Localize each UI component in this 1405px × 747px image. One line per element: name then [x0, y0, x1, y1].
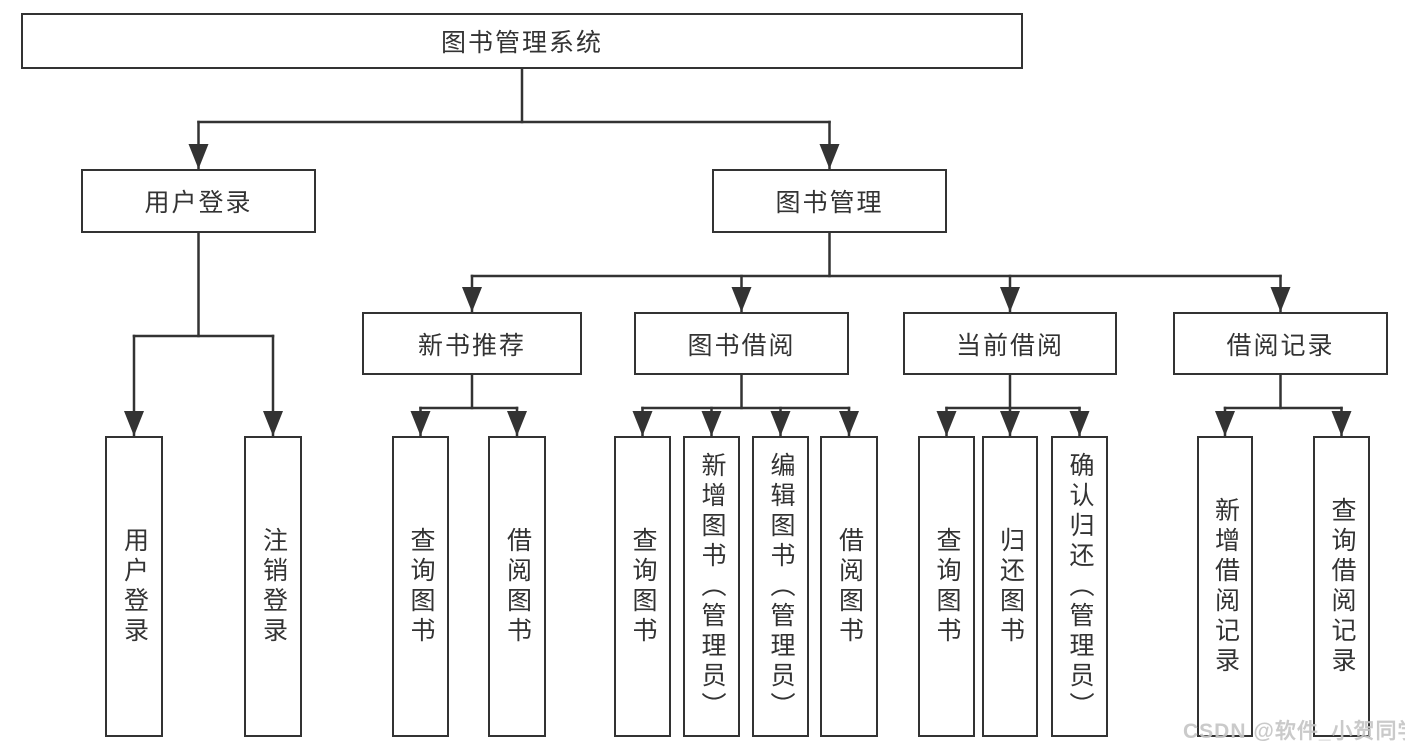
node-label: 新书推荐 — [417, 331, 526, 360]
node-label: 借阅记录 — [1226, 331, 1335, 360]
node-label: 图书管理系统 — [440, 29, 603, 57]
leaf-confirm-return-admin: 确认归还（管理员） — [1051, 436, 1108, 737]
leaf-borrow-books-borrowing: 借阅图书 — [820, 436, 878, 737]
leaf-query-books-borrowing: 查询图书 — [614, 436, 671, 737]
node-book-management: 图书管理 — [712, 169, 947, 233]
leaf-edit-book-admin: 编辑图书（管理员） — [752, 436, 809, 737]
leaf-return-book: 归还图书 — [982, 436, 1038, 737]
leaf-label: 查询图书 — [407, 526, 435, 647]
leaf-label: 编辑图书（管理员） — [767, 451, 795, 722]
leaf-query-books-recommend: 查询图书 — [392, 436, 449, 737]
leaf-query-books-current: 查询图书 — [918, 436, 975, 737]
leaf-label: 查询借阅记录 — [1328, 496, 1356, 677]
leaf-add-book-admin: 新增图书（管理员） — [683, 436, 740, 737]
leaf-label: 新增借阅记录 — [1211, 496, 1240, 677]
node-user-login: 用户登录 — [81, 169, 316, 233]
node-label: 图书管理 — [775, 189, 884, 217]
watermark: CSDN @软件_小贺同学 — [1183, 720, 1405, 743]
leaf-label: 借阅图书 — [503, 526, 532, 647]
leaf-label: 查询图书 — [933, 526, 961, 647]
node-label: 图书借阅 — [687, 331, 796, 360]
leaf-logout-login: 注销登录 — [244, 436, 302, 737]
leaf-query-borrow-record: 查询借阅记录 — [1313, 436, 1370, 737]
leaf-label: 借阅图书 — [835, 526, 864, 647]
node-current-borrowing: 当前借阅 — [903, 312, 1117, 375]
leaf-add-borrow-record: 新增借阅记录 — [1197, 436, 1253, 737]
node-new-book-recommendation: 新书推荐 — [362, 312, 582, 375]
leaf-label: 归还图书 — [996, 526, 1025, 647]
node-borrowing-records: 借阅记录 — [1173, 312, 1388, 375]
leaf-label: 注销登录 — [259, 526, 288, 647]
leaf-label: 查询图书 — [629, 526, 657, 647]
leaf-borrow-books-recommend: 借阅图书 — [488, 436, 546, 737]
node-book-borrowing: 图书借阅 — [634, 312, 849, 375]
leaf-label: 用户登录 — [120, 526, 149, 647]
node-label: 用户登录 — [144, 189, 253, 217]
node-library-management-system: 图书管理系统 — [21, 13, 1023, 69]
leaf-label: 确认归还（管理员） — [1066, 451, 1094, 722]
leaf-label: 新增图书（管理员） — [698, 451, 726, 722]
node-label: 当前借阅 — [955, 331, 1064, 360]
leaf-user-login: 用户登录 — [105, 436, 163, 737]
